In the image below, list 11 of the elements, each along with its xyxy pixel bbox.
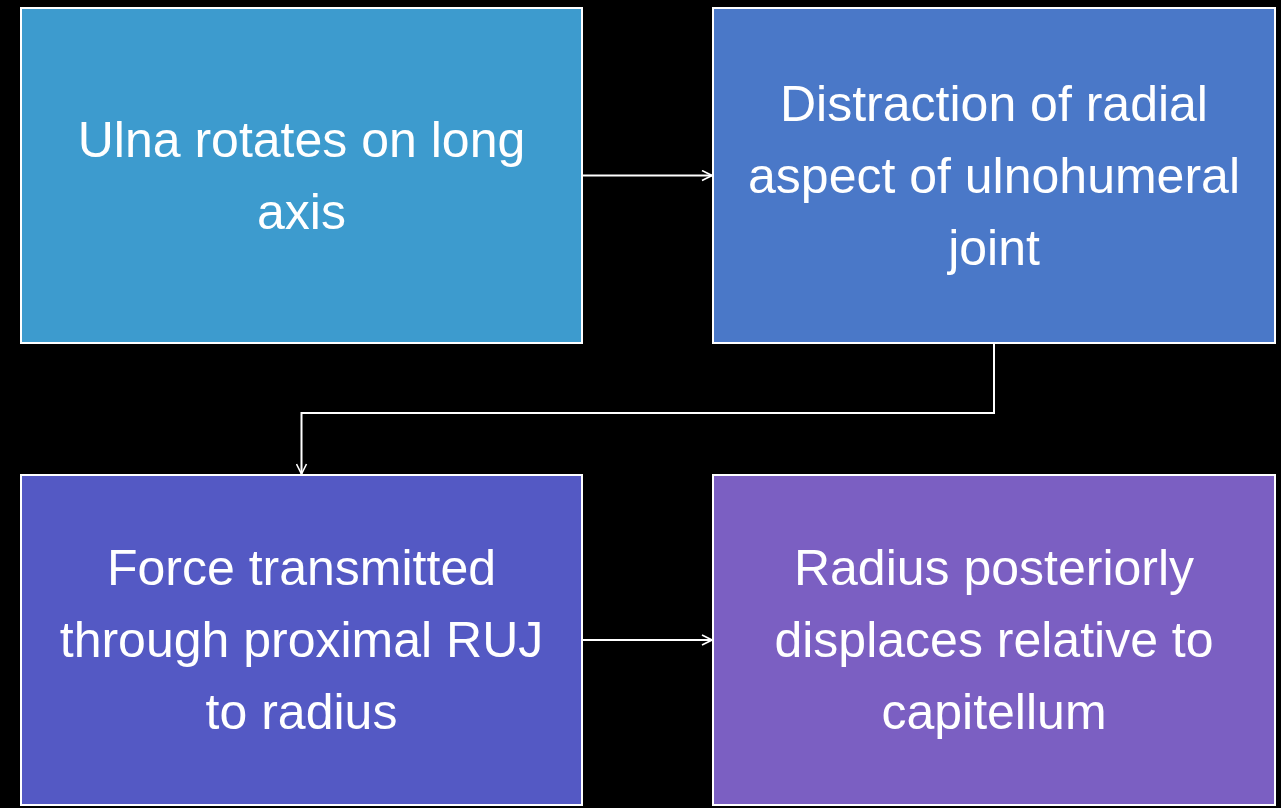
arrow bbox=[582, 169, 713, 182]
box-text: Radius posteriorly displaces relative to capitellum bbox=[773, 539, 1215, 742]
box-text: Ulna rotates on long axis bbox=[76, 110, 527, 242]
process-box bbox=[712, 7, 1276, 344]
arrow bbox=[582, 634, 713, 646]
box-text: Distraction of radial aspect of ulnohumeral joint bbox=[747, 74, 1241, 278]
arrow bbox=[295, 343, 995, 475]
process-box bbox=[712, 474, 1276, 806]
process-box bbox=[20, 7, 583, 344]
process-box bbox=[20, 474, 583, 806]
box-text: Force transmitted through proximal RUJ to radius bbox=[58, 539, 545, 742]
